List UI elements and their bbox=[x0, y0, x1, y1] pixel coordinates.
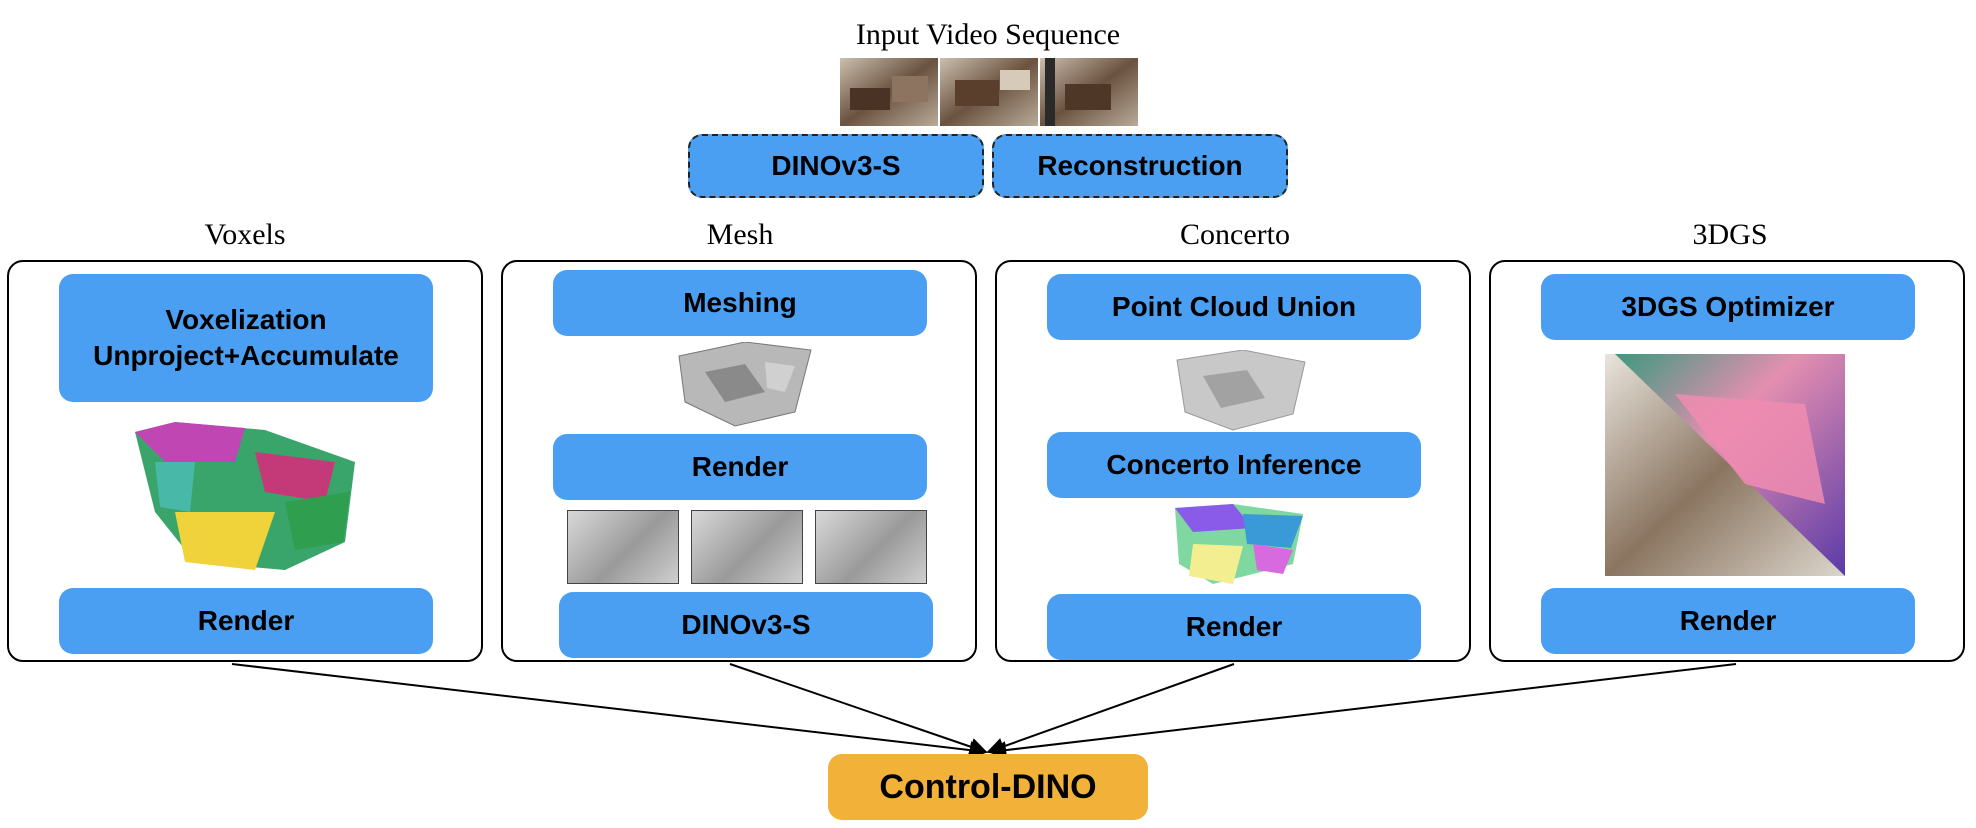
point-cloud-image bbox=[1176, 350, 1306, 431]
video-frames-image bbox=[840, 58, 1138, 126]
voxels-render-button[interactable]: Render bbox=[59, 588, 433, 654]
concerto-panel: Point Cloud Union Concerto Inference Ren… bbox=[995, 260, 1471, 662]
mesh-panel: Meshing Render DINOv3-S bbox=[501, 260, 977, 662]
arrow-3dgs bbox=[988, 663, 1737, 760]
video-frame-3 bbox=[1040, 58, 1138, 126]
voxelization-button[interactable]: Voxelization Unproject+Accumulate bbox=[59, 274, 433, 402]
reconstruction-button[interactable]: Reconstruction bbox=[992, 134, 1288, 198]
control-dino-output[interactable]: Control-DINO bbox=[828, 754, 1148, 820]
3dgs-render-image bbox=[1605, 354, 1845, 576]
concerto-render-button[interactable]: Render bbox=[1047, 594, 1421, 660]
arrow-concerto bbox=[986, 663, 1235, 756]
mesh-render-view-2 bbox=[691, 510, 803, 584]
video-frame-1 bbox=[840, 58, 938, 126]
voxel-pointcloud-image bbox=[135, 422, 355, 570]
point-cloud-union-button[interactable]: Point Cloud Union bbox=[1047, 274, 1421, 340]
concerto-inference-button[interactable]: Concerto Inference bbox=[1047, 432, 1421, 498]
video-frame-2 bbox=[940, 58, 1038, 126]
mesh-image bbox=[678, 342, 812, 427]
3dgs-render-button[interactable]: Render bbox=[1541, 588, 1915, 654]
mesh-dinov3-s-button[interactable]: DINOv3-S bbox=[559, 592, 933, 658]
voxels-title: Voxels bbox=[204, 218, 286, 251]
voxelization-label: Voxelization bbox=[165, 304, 327, 335]
arrow-voxels bbox=[231, 663, 988, 760]
3dgs-optimizer-button[interactable]: 3DGS Optimizer bbox=[1541, 274, 1915, 340]
3dgs-panel: 3DGS Optimizer Render bbox=[1489, 260, 1965, 662]
unproject-accumulate-label: Unproject+Accumulate bbox=[93, 340, 399, 371]
mesh-render-button[interactable]: Render bbox=[553, 434, 927, 500]
dinov3-s-top-button[interactable]: DINOv3-S bbox=[688, 134, 984, 198]
arrow-mesh bbox=[729, 663, 988, 756]
concerto-title: Concerto bbox=[1180, 218, 1290, 251]
mesh-render-view-3 bbox=[815, 510, 927, 584]
mesh-title: Mesh bbox=[706, 218, 774, 251]
concerto-features-image bbox=[1175, 504, 1303, 584]
meshing-button[interactable]: Meshing bbox=[553, 270, 927, 336]
3dgs-title: 3DGS bbox=[1692, 218, 1768, 251]
mesh-render-view-1 bbox=[567, 510, 679, 584]
voxels-panel: Voxelization Unproject+Accumulate Render bbox=[7, 260, 483, 662]
input-video-title: Input Video Sequence bbox=[855, 18, 1121, 51]
